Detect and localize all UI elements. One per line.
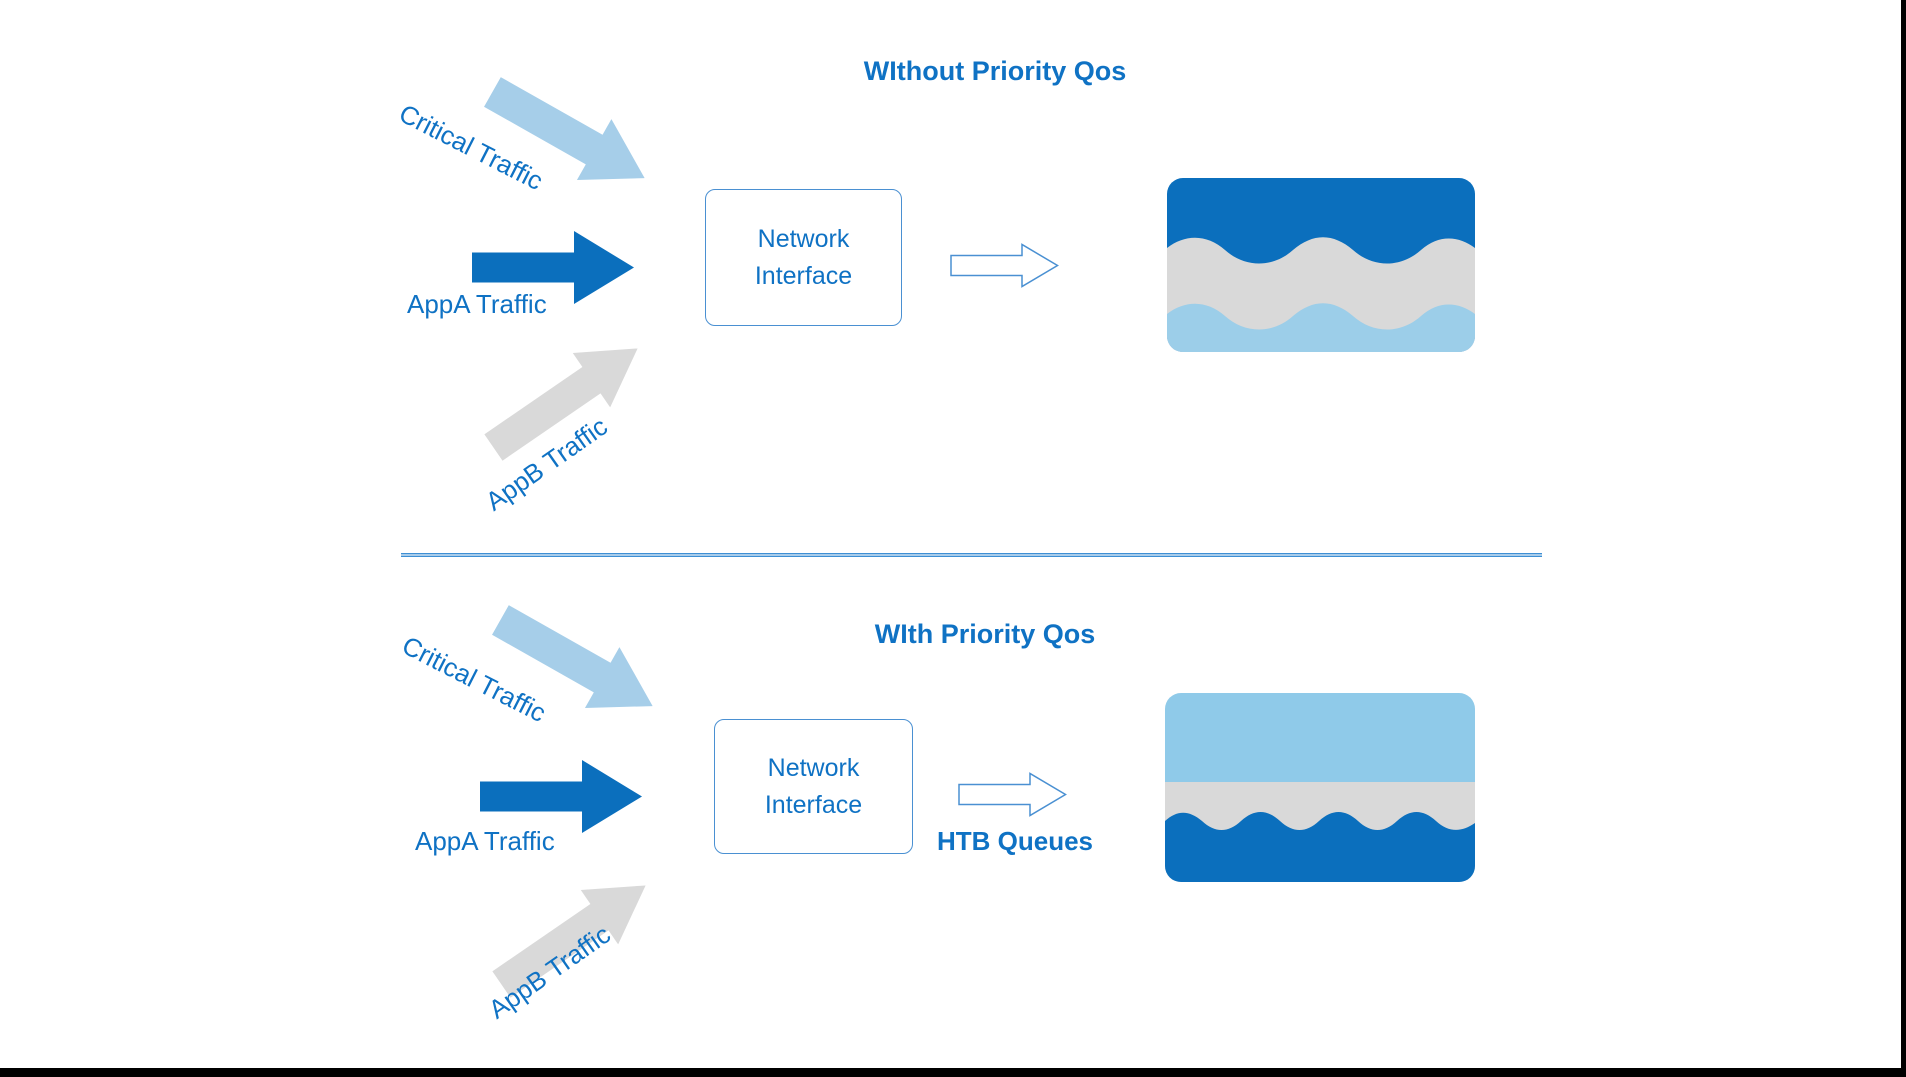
arrow-shape-icon (491, 605, 653, 708)
network-interface-label-line2: Interface (754, 261, 853, 290)
band-darkblue-bottom (1165, 812, 1475, 882)
appa-traffic-label: AppA Traffic (415, 826, 555, 856)
band-gray-middle (1167, 237, 1475, 352)
network-interface-label-line1: Network (757, 224, 850, 253)
appa-traffic-label: AppA Traffic (407, 289, 547, 319)
appa-traffic-arrow (472, 231, 634, 304)
network-interface-box: Network Interface (705, 189, 902, 326)
appb-traffic-arrow (475, 321, 657, 475)
arrow-shape-icon (472, 231, 634, 304)
congested-output-graphic (1167, 178, 1475, 352)
right-edge-bar (1901, 0, 1906, 1077)
section-divider (401, 553, 1542, 557)
appb-traffic-arrow (483, 858, 665, 1012)
critical-traffic-arrow (483, 589, 670, 736)
top-section-title: WIthout Priority Qos (863, 56, 1127, 86)
hollow-arrow-shape-icon (950, 243, 1059, 288)
arrow-shape-icon (492, 885, 646, 998)
hollow-arrow-shape-icon (958, 772, 1067, 817)
network-interface-label-line1: Network (767, 753, 860, 782)
arrow-shape-icon (484, 348, 638, 461)
band-lightblue-bottom (1167, 303, 1475, 352)
flow-arrow-icon (958, 772, 1067, 817)
appa-traffic-arrow (480, 760, 642, 833)
arrow-shape-icon (480, 760, 642, 833)
bottom-edge-bar (0, 1068, 1906, 1077)
prioritized-output-graphic (1165, 693, 1475, 882)
htb-queues-label: HTB Queues (936, 826, 1094, 856)
arrow-shape-icon (483, 77, 645, 180)
critical-traffic-arrow (475, 61, 662, 208)
bottom-section-title: WIth Priority Qos (874, 619, 1096, 649)
network-interface-box: Network Interface (714, 719, 913, 854)
network-interface-label-line2: Interface (764, 790, 863, 819)
flow-arrow-icon (950, 243, 1059, 288)
